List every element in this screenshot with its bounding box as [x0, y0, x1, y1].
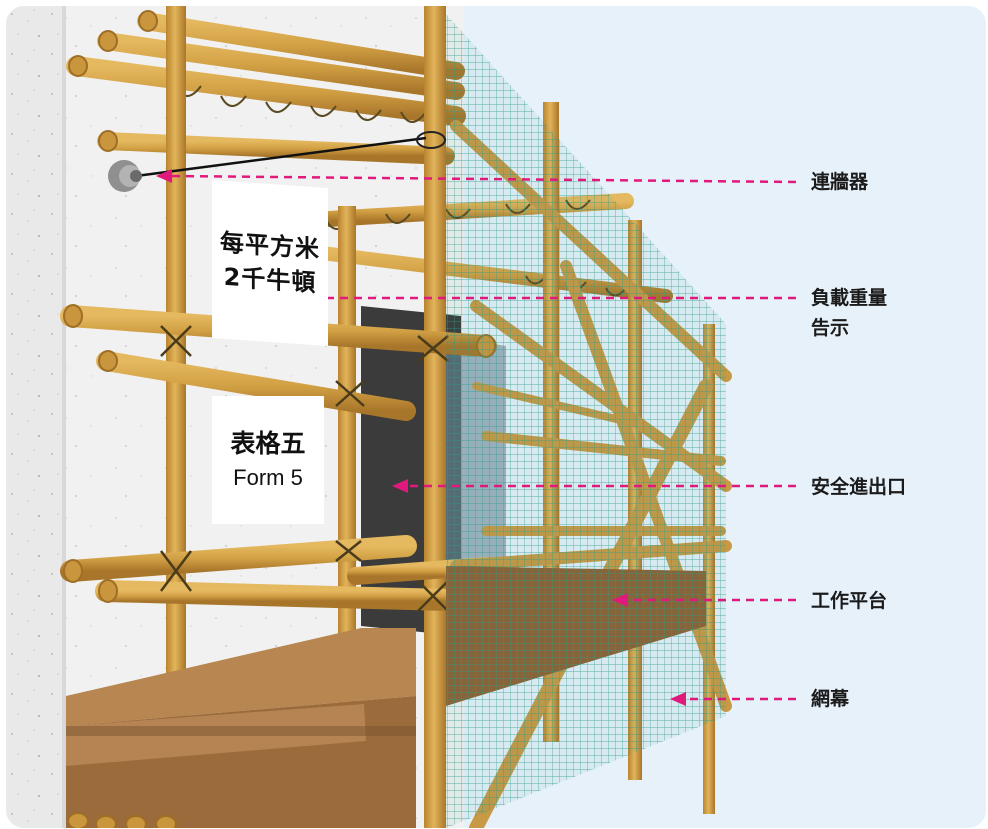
- label-load-notice-line1: 負載重量: [811, 287, 888, 309]
- netting: [446, 14, 726, 828]
- label-netting-text: 網幕: [811, 688, 850, 710]
- arrow-wall-tie: [170, 174, 797, 184]
- ledgers: [60, 304, 497, 613]
- label-wall-tie: 連牆器: [811, 167, 868, 197]
- label-load-notice-line2: 告示: [811, 317, 850, 339]
- form5-sign: 表格五 Form 5: [212, 396, 324, 524]
- scaffold-illustration: [6, 6, 986, 828]
- label-wall-tie-text: 連牆器: [811, 171, 869, 193]
- load-notice-line2: 2千牛頓: [223, 262, 317, 298]
- load-notice-sign: 每平方米 2千牛頓: [212, 179, 328, 347]
- label-netting: 網幕: [811, 684, 849, 714]
- label-load-notice: 負載重量 告示: [811, 283, 887, 343]
- form5-english: Form 5: [233, 465, 303, 490]
- label-working-platform: 工作平台: [811, 586, 887, 616]
- form5-chinese: 表格五: [230, 429, 306, 458]
- wall-edge: [6, 6, 66, 828]
- wall-tie: [108, 131, 446, 192]
- label-safe-access: 安全進出口: [811, 472, 906, 502]
- label-safe-access-text: 安全進出口: [811, 476, 907, 498]
- diagram-frame: 每平方米 2千牛頓 表格五 Form 5 連牆器 負載重量 告示 安全進出口 工…: [6, 6, 986, 828]
- label-working-platform-text: 工作平台: [811, 590, 888, 612]
- bottom-poles: [67, 812, 177, 828]
